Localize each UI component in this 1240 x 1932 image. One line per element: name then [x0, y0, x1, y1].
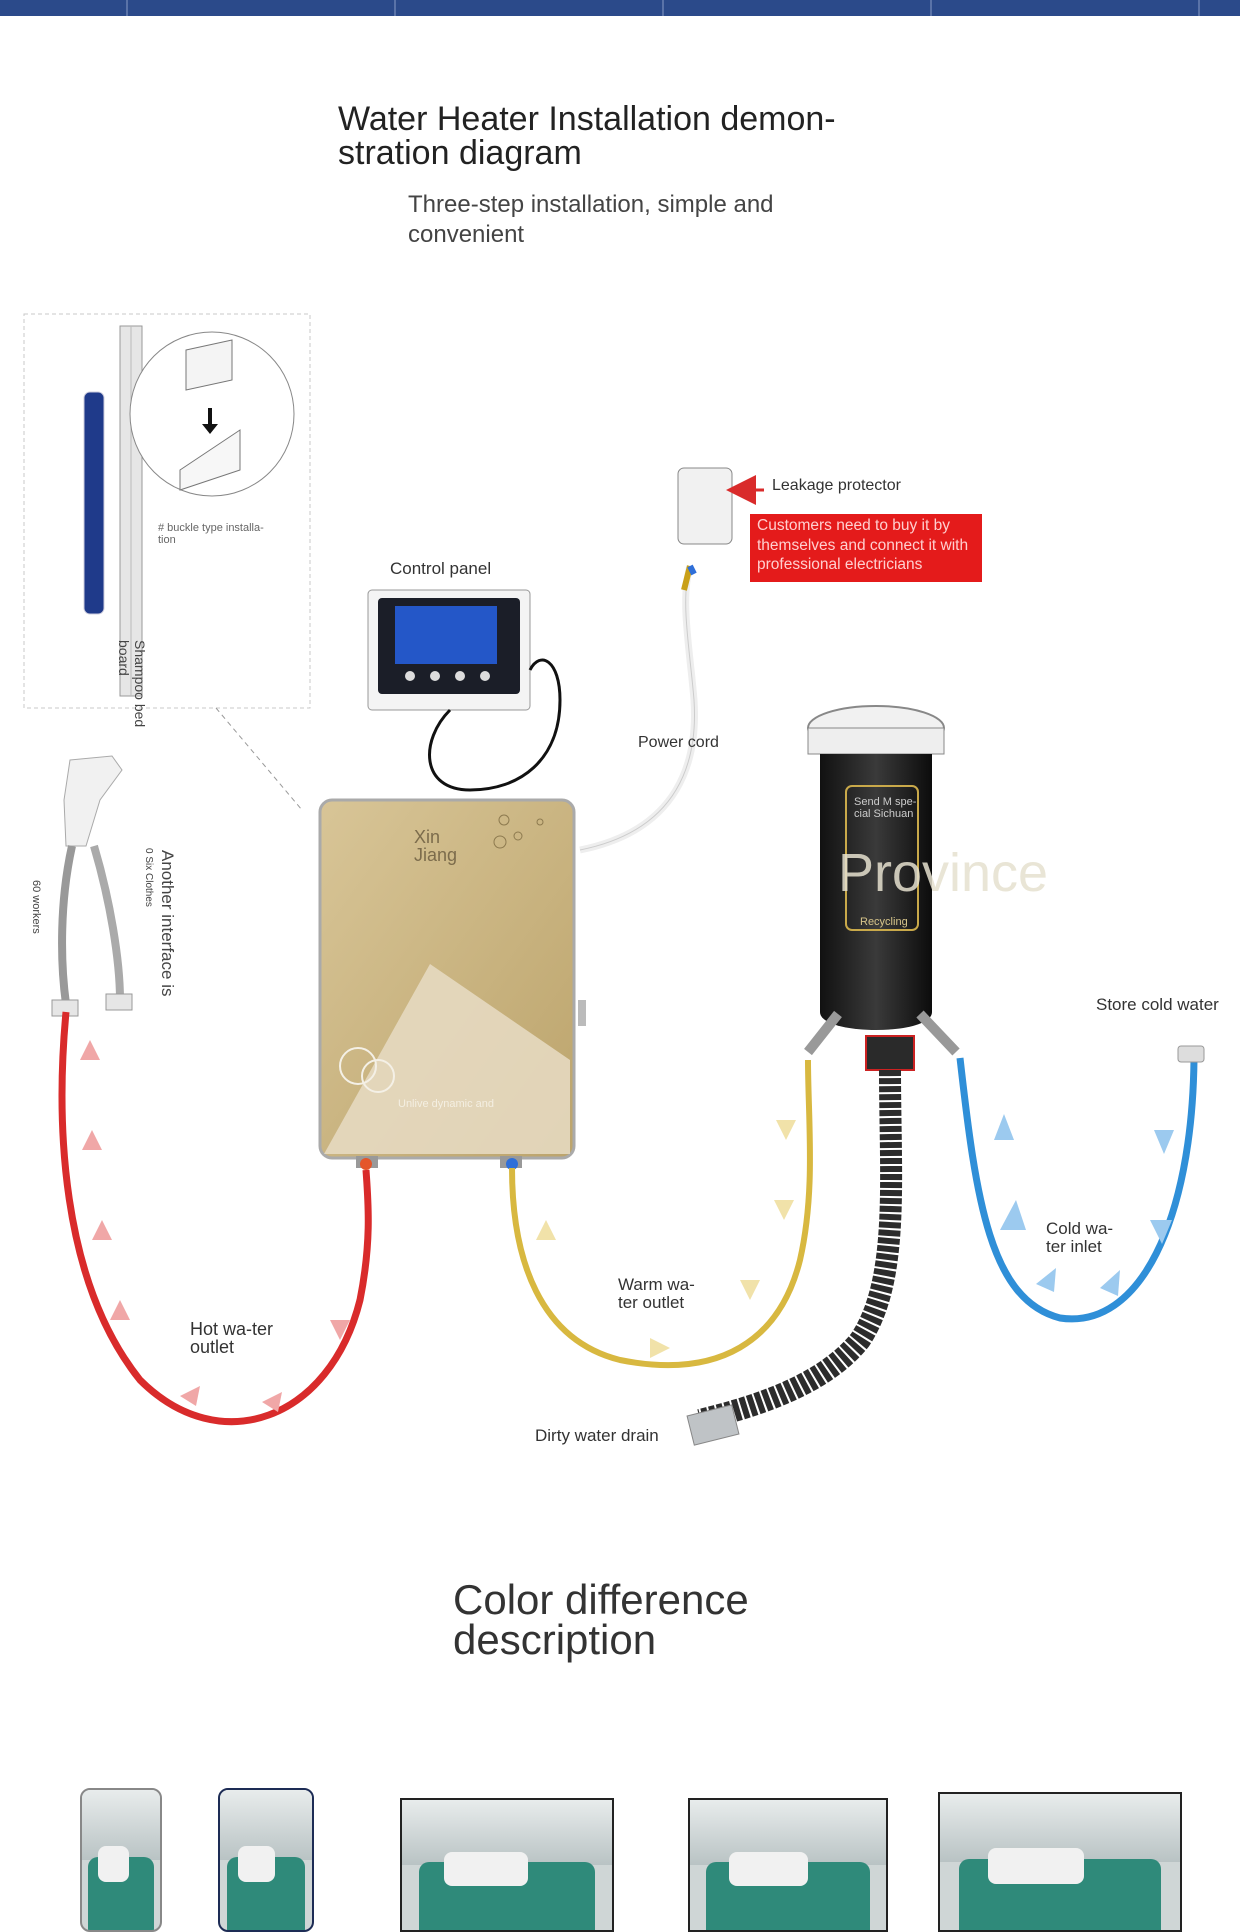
hot-water-pipe — [58, 1011, 372, 1426]
page-subtitle: Three-step installation, simple and conv… — [408, 191, 774, 248]
leakage-protector-box — [677, 467, 733, 545]
hot-flow-arrows — [80, 1040, 350, 1412]
filter-sub-label: Recycling — [860, 916, 908, 928]
phone-photo-thumbnail — [80, 1788, 162, 1932]
cold-flow-arrows — [994, 1114, 1174, 1296]
power-cord-label: Power cord — [638, 734, 719, 751]
tv-photo-thumbnail — [938, 1792, 1182, 1932]
filter-tank-body — [820, 754, 932, 1030]
warning-text: Customers need to buy it by themselves a… — [757, 517, 969, 573]
installation-diagram — [23, 313, 1205, 1446]
faucet-hose-left — [58, 845, 76, 1005]
top-banner-bar — [0, 0, 1240, 16]
warm-water-outlet-label: Warm wa-ter outlet — [618, 1275, 695, 1312]
power-cord-line — [579, 565, 698, 854]
drain-nozzle — [686, 1404, 740, 1446]
leakage-protector — [579, 467, 764, 854]
cold-supply-connector — [1177, 1045, 1205, 1063]
shower-faucet — [51, 755, 133, 1017]
filter-brand-label: Send M spe-cial Sichuan — [854, 796, 917, 820]
leakage-protector-label: Leakage protector — [772, 477, 901, 494]
warm-flow-arrows — [536, 1120, 796, 1358]
faucet-hose-right — [90, 844, 124, 1001]
heater-side-port — [578, 1000, 586, 1026]
control-cable — [428, 658, 562, 792]
bracket-clip — [179, 429, 241, 491]
drain-hose — [697, 1069, 903, 1431]
inset-note-label: # buckle type installa-tion — [158, 522, 264, 546]
side-clothes-label: 0 Six Clothes — [143, 848, 154, 907]
filter-outlet-neck — [865, 1035, 915, 1071]
side-workers-label: 60 workers — [30, 880, 42, 934]
cold-outlet-connector — [506, 1158, 518, 1170]
warning-box — [750, 514, 982, 582]
tablet-photo-thumbnail — [218, 1788, 314, 1932]
inset-board-label: Shampoo bed board — [116, 640, 148, 728]
section-title-color-difference: Color difference description — [453, 1576, 749, 1663]
water-heater — [318, 798, 586, 1170]
inset-installation-detail — [23, 313, 311, 811]
banner-divider — [930, 0, 932, 16]
faucet-head — [63, 755, 123, 847]
down-arrow-icon — [202, 408, 218, 434]
color-sample-gallery — [0, 1778, 1240, 1932]
store-cold-water-label: Store cold water — [1096, 995, 1219, 1014]
hot-outlet-connector — [360, 1158, 372, 1170]
heater-side-view — [83, 391, 105, 615]
banner-divider — [394, 0, 396, 16]
filter-right-port — [916, 1010, 960, 1056]
banner-divider — [1198, 0, 1200, 16]
banner-divider — [662, 0, 664, 16]
dirty-water-drain-label: Dirty water drain — [535, 1426, 659, 1445]
laptop-photo-thumbnail — [688, 1798, 888, 1932]
page-title: Water Heater Installation demon-stration… — [338, 100, 836, 172]
heater-brand-label: Xin Jiang — [414, 827, 458, 865]
inset-pointer-line — [215, 707, 303, 811]
control-panel-label: Control panel — [390, 559, 492, 578]
drain-filter — [804, 705, 960, 1071]
cold-water-inlet-label: Cold wa-ter inlet — [1046, 1219, 1114, 1256]
control-panel-display — [395, 606, 497, 664]
side-interface-label: Another interface is — [158, 850, 177, 997]
filter-gold-frame — [845, 785, 919, 931]
banner-divider — [126, 0, 128, 16]
watermark-text: Province — [838, 843, 1049, 903]
bracket-plate — [185, 339, 233, 391]
control-panel — [367, 589, 562, 792]
warm-water-pipe — [509, 1059, 813, 1369]
heater-slogan-label: Unlive dynamic and — [398, 1098, 494, 1110]
hot-water-outlet-label: Hot wa-ter outlet — [190, 1319, 274, 1357]
monitor-photo-thumbnail — [400, 1798, 614, 1932]
cold-water-pipe — [956, 1057, 1198, 1323]
heater-mountain-print — [324, 964, 570, 1154]
filter-left-port — [804, 1010, 842, 1056]
